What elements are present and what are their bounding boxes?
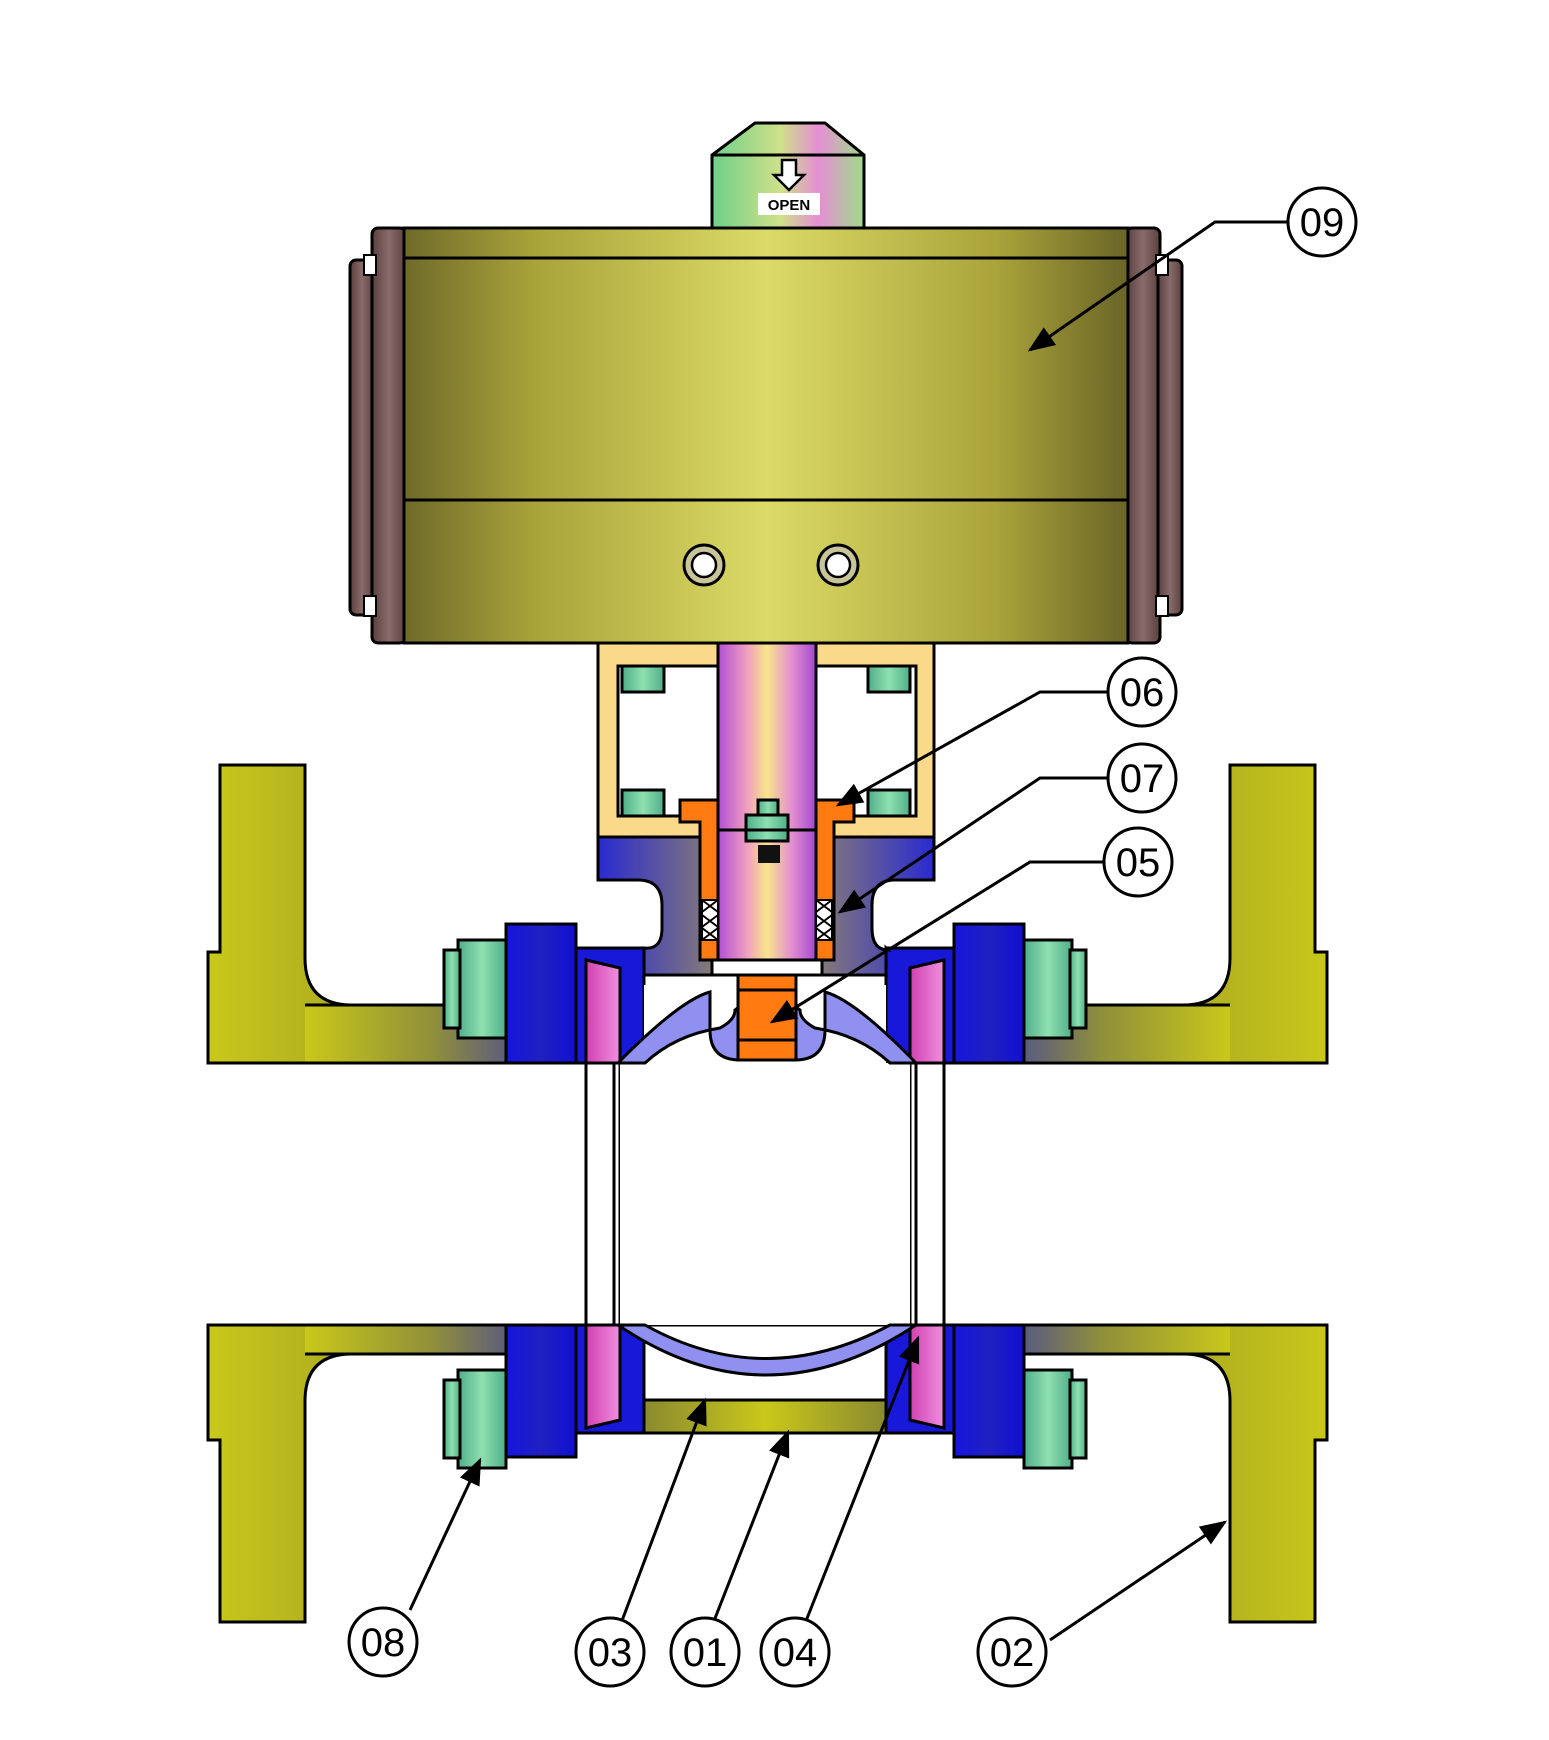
leader-09: [1027, 220, 1290, 352]
gland-bolt: [744, 813, 790, 843]
stem-washer: [710, 958, 824, 977]
callout-08: 08: [347, 1606, 419, 1678]
callout-label: 04: [773, 1631, 818, 1675]
gland-bolt: [756, 798, 780, 817]
callout-05: 05: [1102, 826, 1174, 898]
callout-label: 01: [683, 1631, 728, 1675]
callout-02: 02: [976, 1616, 1048, 1688]
callout-label: 09: [1300, 201, 1345, 245]
leader-03: [618, 1397, 707, 1627]
packing-ring: [701, 899, 833, 941]
air-port-icon: [816, 543, 860, 587]
leader-06: [835, 690, 1110, 807]
leader-02: [1049, 1520, 1228, 1642]
end-cap-left-outer: [348, 258, 376, 617]
gland-bolt: [758, 845, 780, 863]
callout-06: 06: [1106, 656, 1178, 728]
callout-09: 09: [1286, 186, 1358, 258]
leader-08: [408, 1457, 482, 1611]
bracket-bolt: [866, 788, 912, 818]
callout-label: 03: [588, 1631, 633, 1675]
callout-07: 07: [1106, 742, 1178, 814]
end-cap-right-outer: [1156, 258, 1184, 617]
body-bottom: [642, 1398, 888, 1435]
bracket-bolt: [866, 664, 912, 694]
callout-label: 08: [361, 1621, 406, 1665]
callout-04: 04: [759, 1616, 831, 1688]
bracket-bolt: [620, 788, 666, 818]
indicator-label: OPEN: [768, 197, 811, 214]
air-port-icon: [682, 543, 726, 587]
bracket-bolt: [620, 664, 666, 694]
end-cap-right: [1124, 226, 1162, 645]
callout-label: 07: [1120, 757, 1165, 801]
body-bolt-nut: [442, 938, 508, 1470]
actuator: OPEN: [348, 121, 1184, 645]
callout-label: 02: [990, 1631, 1035, 1675]
body-bolt-nut: [1022, 938, 1088, 1470]
leader-01: [710, 1429, 790, 1627]
callout-label: 06: [1120, 671, 1165, 715]
actuator-housing: [402, 226, 1130, 645]
leader-05: [769, 860, 1106, 1024]
leader-04: [802, 1335, 920, 1627]
leader-07: [837, 776, 1110, 914]
callout-label: 05: [1116, 841, 1161, 885]
callout-03: 03: [574, 1616, 646, 1688]
arrow-down-icon: [770, 158, 808, 192]
callout-01: 01: [669, 1616, 741, 1688]
end-cap-left: [370, 226, 408, 645]
leader-lines: [408, 220, 1290, 1642]
